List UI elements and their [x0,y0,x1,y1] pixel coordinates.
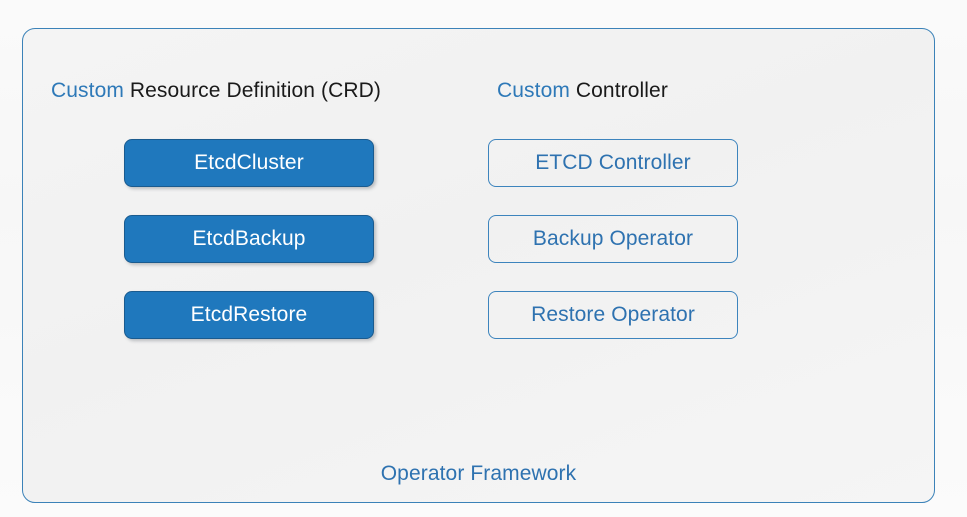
operator-framework-panel: Custom Resource Definition (CRD) Custom … [22,28,935,503]
heading-rest-crd: Resource Definition (CRD) [123,79,381,102]
controller-box-column: ETCD Controller Backup Operator Restore … [488,139,738,339]
crd-box-etcdrestore[interactable]: EtcdRestore [124,291,374,339]
crd-box-label: EtcdRestore [190,303,308,326]
heading-accent-word-controller: Custom [497,79,570,102]
controller-box-etcd-controller[interactable]: ETCD Controller [488,139,738,187]
heading-rest-controller: Controller [569,79,668,102]
controller-box-label: Restore Operator [531,303,695,326]
framework-caption: Operator Framework [380,462,577,485]
crd-box-etcdcluster[interactable]: EtcdCluster [124,139,374,187]
controller-box-label: ETCD Controller [535,151,691,174]
controller-box-restore-operator[interactable]: Restore Operator [488,291,738,339]
column-heading-crd: Custom Resource Definition (CRD) [51,78,381,104]
heading-accent-word-crd: Custom [51,79,124,102]
crd-box-label: EtcdBackup [192,227,306,250]
crd-box-etcdbackup[interactable]: EtcdBackup [124,215,374,263]
column-heading-controller: Custom Controller [497,78,668,104]
controller-box-backup-operator[interactable]: Backup Operator [488,215,738,263]
crd-box-column: EtcdCluster EtcdBackup EtcdRestore [124,139,374,339]
crd-box-label: EtcdCluster [194,151,304,174]
controller-box-label: Backup Operator [532,227,694,250]
